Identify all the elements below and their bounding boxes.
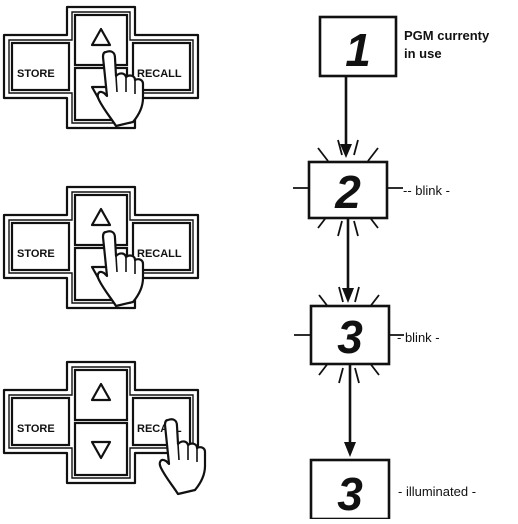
display-3: 3 [293, 286, 405, 384]
down-arrow-icon [344, 365, 356, 457]
pgm-note-line-1: PGM currenty [404, 28, 490, 43]
button-panel-2: STORE RECALL [2, 185, 200, 310]
display-digit-3: 3 [337, 311, 363, 363]
store-button-label-3: STORE [17, 423, 55, 435]
recall-button-label-2: RECALL [137, 248, 182, 260]
down-arrow-icon [340, 77, 352, 158]
blink-note-1: -- blink - [403, 183, 450, 198]
blink-note-2: - blink - [397, 330, 440, 345]
down-arrow-icon [342, 219, 354, 303]
display-2: 2 [292, 139, 404, 237]
store-button-label-2: STORE [17, 248, 55, 260]
display-digit-2: 2 [334, 166, 361, 218]
recall-button-label-1: RECALL [137, 68, 182, 80]
display-digit-1: 1 [345, 24, 371, 76]
button-panel-3: STORE RECALL [2, 360, 207, 496]
illuminated-note: - illuminated - [398, 484, 477, 499]
display-4: 3 [309, 458, 391, 521]
button-panel-1: STORE RECALL [2, 5, 200, 130]
display-digit-4: 3 [337, 468, 363, 519]
display-1: 1 [318, 15, 398, 78]
pgm-note-line-2: in use [404, 46, 442, 61]
store-button-label-1: STORE [17, 68, 55, 80]
